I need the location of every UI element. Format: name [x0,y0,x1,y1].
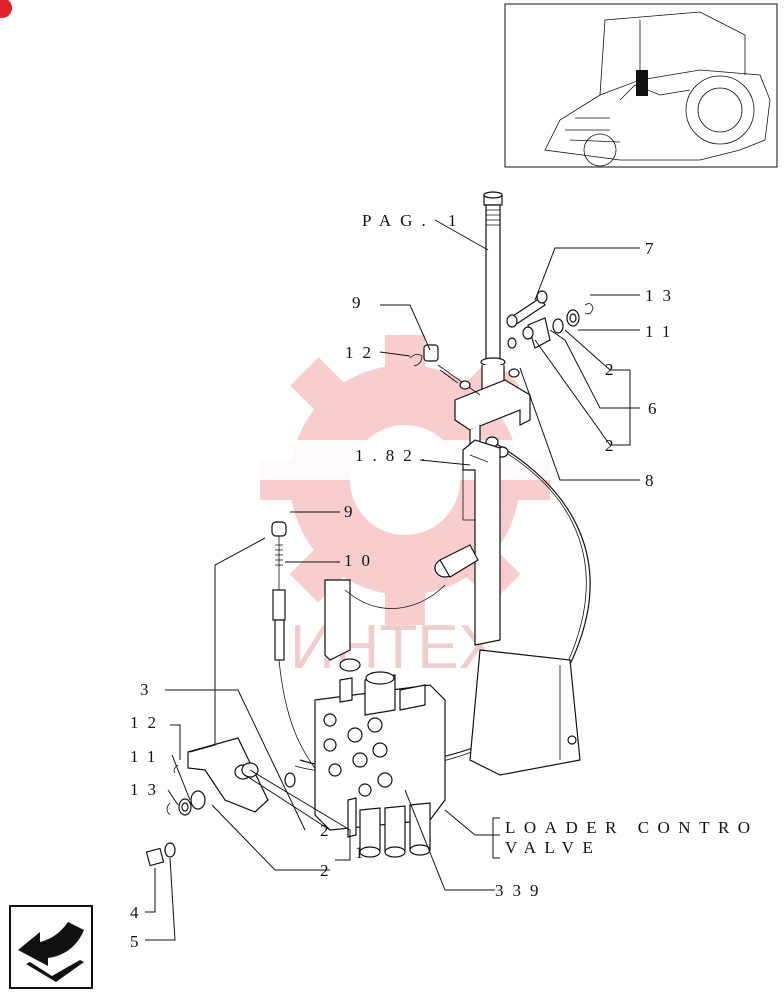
loader-control-valve [314,658,446,858]
label-11-top: 11 [645,322,679,341]
back-arrow-icon[interactable] [9,905,93,989]
label-9-mid: 9 [344,502,362,521]
label-2-b: 2 [605,436,623,455]
label-6: 6 [648,399,666,418]
support-post [434,439,501,646]
red-corner-dot [0,0,12,18]
control-lever [480,191,506,393]
cable-end-top [409,344,481,396]
label-182: 1.82. [355,446,434,465]
label-2-c: 2 [320,821,338,840]
label-5: 5 [130,932,148,951]
label-12-top: 12 [345,343,380,362]
lower-cable [271,521,321,776]
label-8: 8 [645,471,663,490]
label-1: 1 [355,843,373,862]
link-rod-7 [506,290,551,378]
leader-lines [145,219,640,941]
label-3: 3 [140,680,158,699]
label-12-bottom: 12 [130,713,165,732]
label-7: 7 [645,239,663,258]
label-13-bottom: 13 [130,780,165,799]
label-339: 339 [495,881,548,900]
label-pag1: PAG. 1 [362,211,465,230]
valve-bracket [324,579,581,776]
tractor-inset [504,3,778,168]
watermark-gear [230,335,570,625]
watermark-text: ИНТЕХ [290,613,500,682]
label-9-top: 9 [352,293,370,312]
washers-right [552,303,594,334]
label-loader-line1: LOADER CONTRO [505,818,759,837]
label-4: 4 [130,903,148,922]
label-10: 10 [344,551,379,570]
label-2-a: 2 [605,360,623,379]
label-13-top: 13 [645,286,680,305]
label-loader-line2: VALVE [505,838,601,857]
label-11-bottom: 11 [130,747,164,766]
lower-linkage [145,737,296,867]
label-2-d: 2 [320,861,338,880]
